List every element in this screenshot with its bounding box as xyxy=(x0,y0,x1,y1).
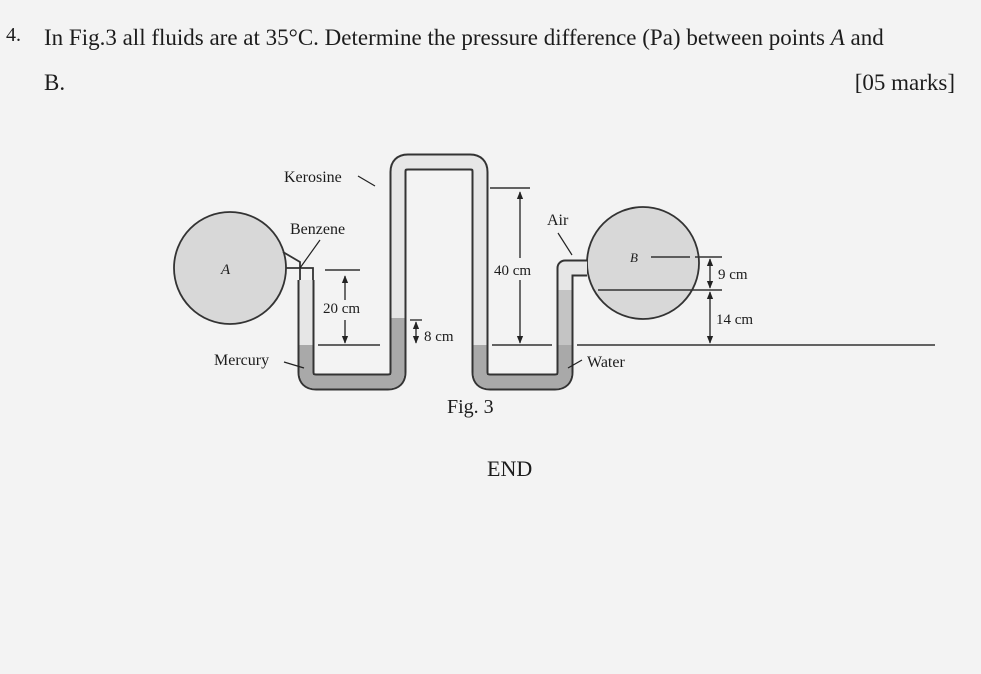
point-a-ref: A xyxy=(830,25,845,50)
question-text-part2: and xyxy=(844,25,884,50)
label-air: Air xyxy=(547,212,569,229)
u-tube-outline xyxy=(297,153,587,391)
water-leader xyxy=(567,359,583,369)
label-dim-20: 20 cm xyxy=(323,301,360,317)
bulb-b xyxy=(586,206,700,320)
neck-a xyxy=(282,251,301,282)
label-point-a: A xyxy=(220,262,231,278)
mercury-left xyxy=(299,318,405,389)
label-dim-14: 14 cm xyxy=(716,312,753,328)
mercury-leader xyxy=(283,361,305,369)
label-dim-8: 8 cm xyxy=(424,329,454,345)
question-text-line1: In Fig.3 all fluids are at 35°C. Determi… xyxy=(44,25,884,51)
label-dim-40: 40 cm xyxy=(494,263,531,279)
u-tube-fill xyxy=(299,155,587,389)
label-dim-9: 9 cm xyxy=(718,267,748,283)
question-text-line2: B. xyxy=(44,70,66,95)
label-point-b: B xyxy=(630,250,638,265)
label-benzene: Benzene xyxy=(290,221,345,238)
air-leader xyxy=(557,232,573,256)
label-water: Water xyxy=(587,354,625,371)
marks-label: [05 marks] xyxy=(854,70,955,95)
end-label: END xyxy=(487,456,533,481)
mercury-right xyxy=(473,345,572,389)
kerosine-leader xyxy=(357,175,376,187)
label-kerosine: Kerosine xyxy=(284,169,342,186)
benzene-leader xyxy=(299,239,321,269)
figure-caption: Fig. 3 xyxy=(447,396,494,418)
question-text-part1: In Fig.3 all fluids are at 35°C. Determi… xyxy=(44,25,831,50)
question-number: 4. xyxy=(6,24,21,46)
label-mercury: Mercury xyxy=(214,352,269,369)
neck-a-inner xyxy=(286,267,314,282)
